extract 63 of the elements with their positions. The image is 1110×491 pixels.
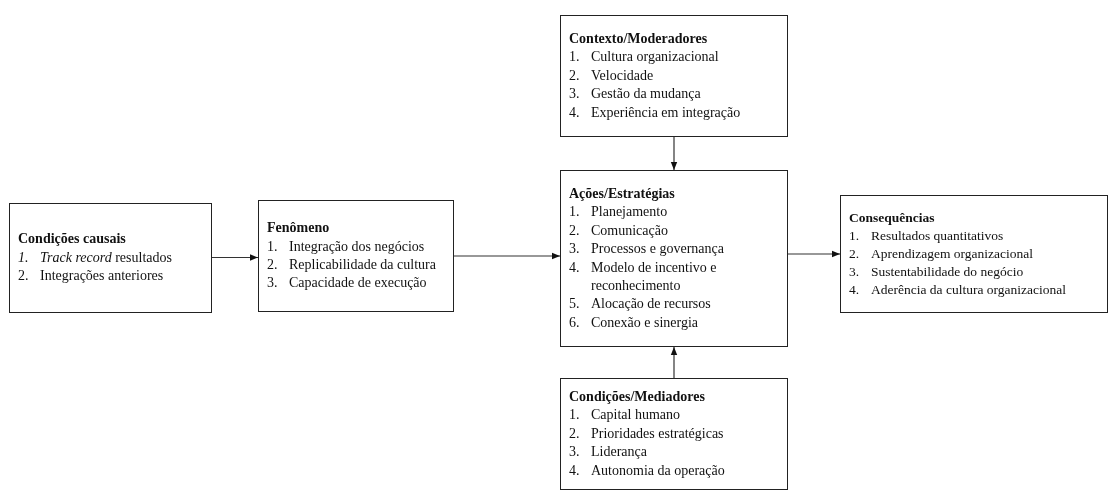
list-item: Sustentabilidade do negócio bbox=[871, 262, 1025, 281]
list-item: Integração dos negócios bbox=[289, 237, 426, 256]
list-item: Conexão e sinergia bbox=[591, 313, 700, 332]
list-number: 2. bbox=[569, 221, 581, 240]
list-number: 3. bbox=[849, 262, 861, 281]
list-item: Velocidade bbox=[591, 66, 655, 85]
box-heading: Condições/Mediadores bbox=[569, 387, 706, 406]
box-heading: Contexto/Moderadores bbox=[569, 29, 709, 48]
list-number: 2. bbox=[849, 245, 861, 263]
list-item: Capital humano bbox=[591, 406, 682, 425]
list-number: 4. bbox=[569, 258, 581, 277]
list-item: Processos e governança bbox=[591, 240, 725, 259]
list-item: Resultados quantitativos bbox=[871, 227, 1005, 246]
list-item: Liderança bbox=[591, 443, 648, 462]
list-item: Integrações anteriores bbox=[40, 267, 165, 286]
list-number: 1. bbox=[569, 203, 581, 222]
list-item: Autonomia da operação bbox=[591, 461, 726, 480]
process-box bbox=[258, 200, 454, 312]
list-item: Cultura organizacional bbox=[591, 48, 720, 67]
arrow bbox=[787, 250, 841, 258]
list-number: 1. bbox=[569, 406, 581, 425]
list-item: Planejamento bbox=[591, 203, 669, 222]
list-item: Track record resultados bbox=[40, 248, 173, 267]
list-number: 2. bbox=[569, 66, 581, 85]
list-number: 1. bbox=[849, 227, 861, 246]
list-item: Prioridades estratégicas bbox=[591, 424, 725, 443]
process-box bbox=[560, 170, 788, 347]
arrow bbox=[670, 346, 678, 379]
arrow bbox=[211, 254, 259, 261]
list-number: 2. bbox=[18, 267, 30, 286]
list-number: 1. bbox=[569, 48, 581, 67]
box-heading: Ações/Estratégias bbox=[569, 184, 676, 203]
list-item: Capacidade de execução bbox=[289, 274, 428, 293]
list-number: 3. bbox=[569, 443, 581, 462]
list-item: Replicabilidade da cultura bbox=[289, 256, 437, 274]
list-item: Modelo de incentivo e reconhecimento bbox=[591, 258, 718, 295]
list-number: 3. bbox=[569, 240, 581, 259]
box-heading: Condições causais bbox=[18, 230, 127, 249]
list-number: 4. bbox=[569, 103, 581, 122]
list-item: Gestão da mudança bbox=[591, 85, 702, 104]
list-number: 4. bbox=[569, 461, 581, 480]
list-number: 6. bbox=[569, 313, 581, 332]
process-box bbox=[560, 15, 788, 137]
list-item: Comunicação bbox=[591, 221, 669, 240]
arrow bbox=[453, 252, 561, 260]
process-box bbox=[840, 195, 1108, 313]
list-number: 4. bbox=[849, 280, 861, 299]
list-item: Experiência em integração bbox=[591, 103, 742, 122]
list-number: 3. bbox=[569, 85, 581, 104]
list-item: Aderência da cultura organizacional bbox=[871, 280, 1068, 299]
list-number: 1. bbox=[18, 248, 30, 267]
box-heading: Fenômeno bbox=[267, 219, 331, 238]
arrow bbox=[670, 136, 678, 171]
list-number: 2. bbox=[267, 256, 279, 274]
box-heading: Consequências bbox=[849, 209, 936, 228]
process-box bbox=[9, 203, 212, 313]
list-number: 5. bbox=[569, 295, 581, 314]
list-item: Aprendizagem organizacional bbox=[871, 245, 1035, 263]
list-number: 1. bbox=[267, 237, 279, 256]
process-box bbox=[560, 378, 788, 490]
list-number: 2. bbox=[569, 424, 581, 443]
list-number: 3. bbox=[267, 274, 279, 293]
list-item: Alocação de recursos bbox=[591, 295, 712, 314]
